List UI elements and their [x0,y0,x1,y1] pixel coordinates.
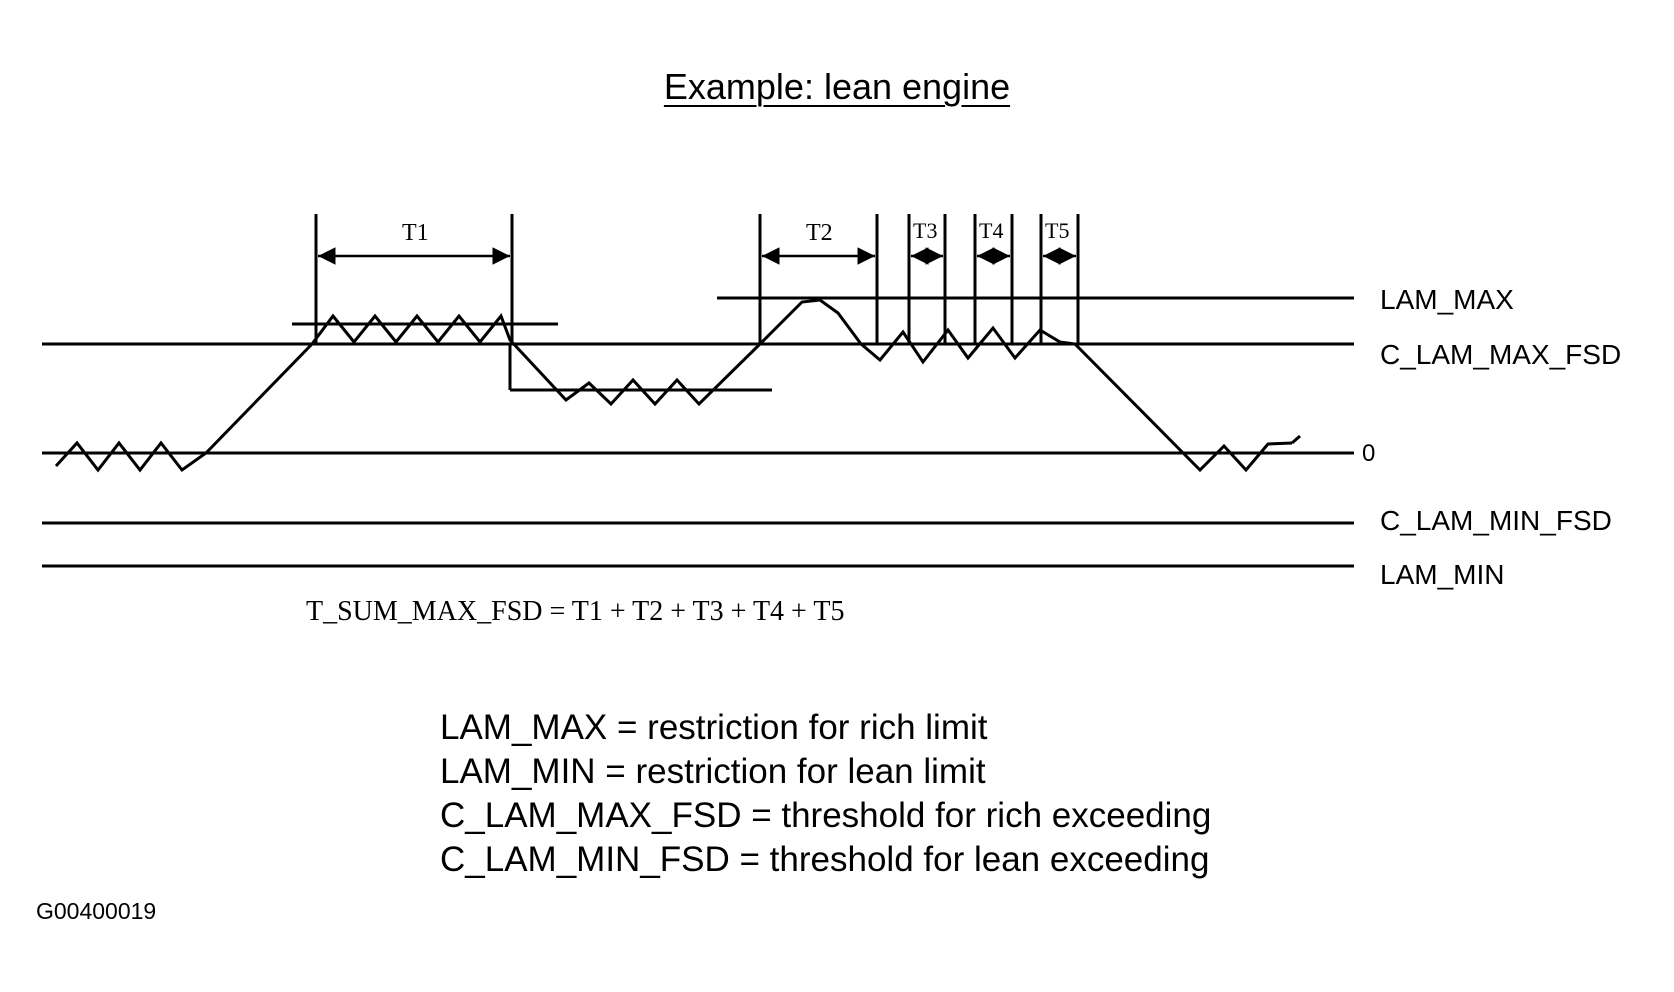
t5-label: T5 [1045,218,1070,243]
t2-label: T2 [806,220,833,246]
t1-label: T1 [402,220,429,246]
legend-item: C_LAM_MIN_FSD = threshold for lean excee… [440,840,1210,879]
t4-label: T4 [979,218,1004,243]
zero-label: 0 [1362,440,1376,467]
figure-code: G00400019 [36,898,157,924]
lambda-signal-trace-tail [1291,434,1301,445]
lambda-signal-trace [54,298,1293,473]
c-lam-min-fsd-label: C_LAM_MIN_FSD [1380,505,1612,536]
diagram-title: Example: lean engine [663,66,1011,107]
formula: T_SUM_MAX_FSD = T1 + T2 + T3 + T4 + T5 [306,596,845,627]
c-lam-max-fsd-label: C_LAM_MAX_FSD [1380,339,1622,370]
legend: LAM_MAX = restriction for rich limit LAM… [440,706,1211,882]
legend-item: LAM_MIN = restriction for lean limit [440,752,986,791]
legend-item: C_LAM_MAX_FSD = threshold for rich excee… [440,796,1212,835]
lam-min-label: LAM_MIN [1380,559,1505,590]
lam-max-label: LAM_MAX [1380,284,1514,315]
legend-item: LAM_MAX = restriction for rich limit [440,708,988,747]
t3-label: T3 [913,218,938,243]
